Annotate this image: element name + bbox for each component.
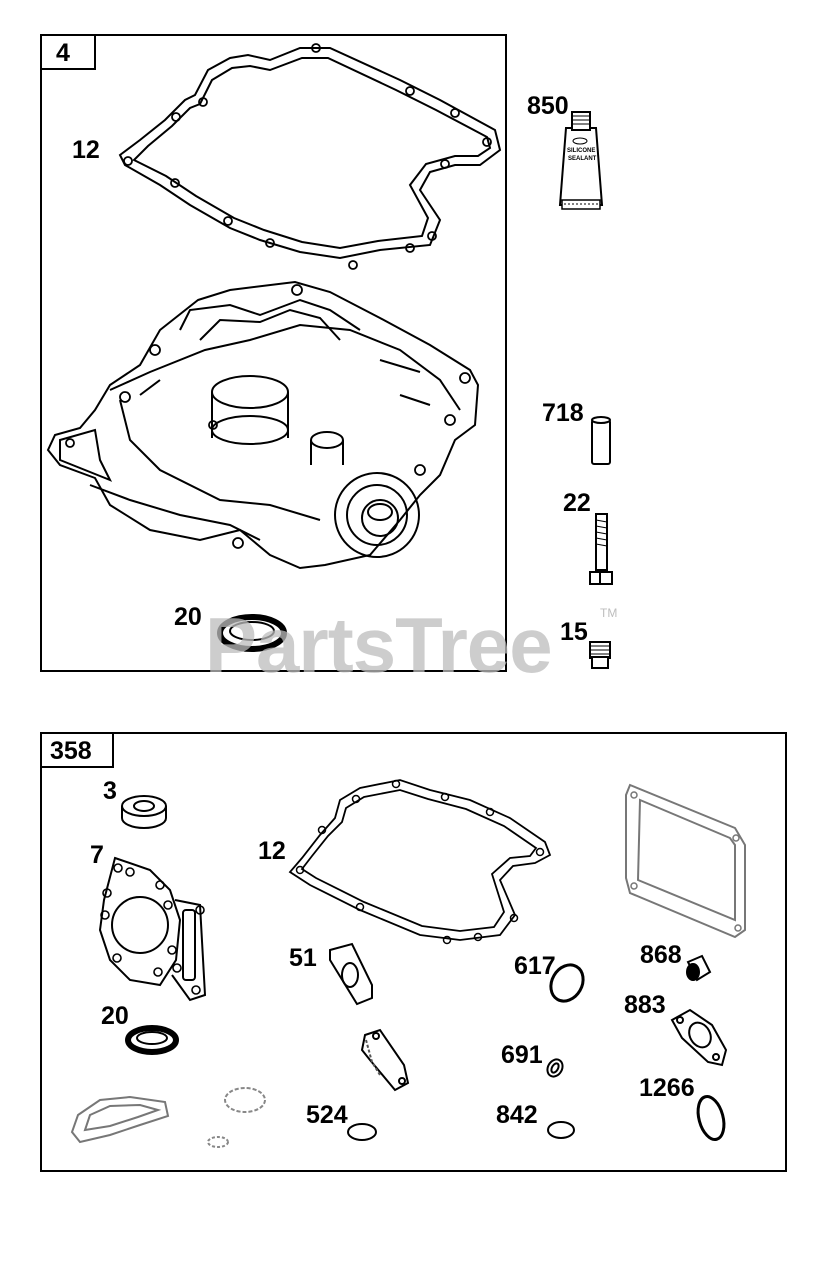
exhaust-gasket[interactable] <box>329 942 373 1006</box>
snap-ring-large-gray[interactable] <box>224 1087 266 1113</box>
callout-15[interactable]: 15 <box>560 618 588 646</box>
callout-51[interactable]: 51 <box>289 944 317 972</box>
o-ring-842[interactable] <box>547 1121 575 1139</box>
sealant-tube[interactable] <box>558 111 604 210</box>
callout-7[interactable]: 7 <box>90 841 104 869</box>
kit-358-label-box <box>40 732 114 768</box>
engine-sump[interactable] <box>46 280 480 570</box>
drain-plug[interactable] <box>589 641 611 669</box>
intake-gasket[interactable] <box>360 1028 410 1092</box>
watermark-tm: TM <box>600 606 618 620</box>
bolt[interactable] <box>589 513 613 585</box>
oil-seal-kit[interactable] <box>125 1025 179 1055</box>
crankshaft-seal[interactable] <box>121 795 167 829</box>
callout-718[interactable]: 718 <box>542 399 584 427</box>
o-ring-524[interactable] <box>347 1123 377 1141</box>
sealant-tube-text-2: SEALANT <box>568 156 597 162</box>
callout-850[interactable]: 850 <box>527 92 569 120</box>
callout-20-top[interactable]: 20 <box>174 603 202 631</box>
washer-691[interactable] <box>544 1057 565 1080</box>
callout-20-kit[interactable]: 20 <box>101 1002 129 1030</box>
gasket-gray-left[interactable] <box>70 1095 170 1144</box>
kit-4-label-box <box>40 34 96 70</box>
callout-3[interactable]: 3 <box>103 777 117 805</box>
callout-691[interactable]: 691 <box>501 1041 543 1069</box>
callout-617[interactable]: 617 <box>514 952 556 980</box>
oil-pan-gasket-top[interactable] <box>118 43 502 270</box>
kit-358-label: 358 <box>50 737 92 765</box>
callout-842[interactable]: 842 <box>496 1101 538 1129</box>
gasket-gray-right[interactable] <box>625 783 746 939</box>
kit-358-frame <box>40 732 787 1172</box>
oil-pan-gasket-kit[interactable] <box>288 779 552 945</box>
kit-4-label: 4 <box>56 39 70 67</box>
callout-22[interactable]: 22 <box>563 489 591 517</box>
sealant-tube-text-1: SILICONE <box>567 148 596 154</box>
snap-ring-small-gray[interactable] <box>207 1136 229 1148</box>
dowel-pin[interactable] <box>591 416 611 465</box>
head-gasket[interactable] <box>98 856 207 1002</box>
oil-seal-top[interactable] <box>217 614 287 652</box>
callout-883[interactable]: 883 <box>624 991 666 1019</box>
grommet-868[interactable] <box>686 954 712 982</box>
watermark: PartsTree <box>205 601 553 689</box>
callout-1266[interactable]: 1266 <box>639 1074 695 1102</box>
callout-12-top[interactable]: 12 <box>72 136 100 164</box>
callout-524[interactable]: 524 <box>306 1101 348 1129</box>
gasket-883[interactable] <box>670 1008 728 1067</box>
o-ring-617[interactable] <box>545 959 590 1007</box>
kit-4-frame <box>40 34 507 672</box>
callout-868[interactable]: 868 <box>640 941 682 969</box>
callout-12-kit[interactable]: 12 <box>258 837 286 865</box>
o-ring-1266[interactable] <box>694 1094 729 1143</box>
